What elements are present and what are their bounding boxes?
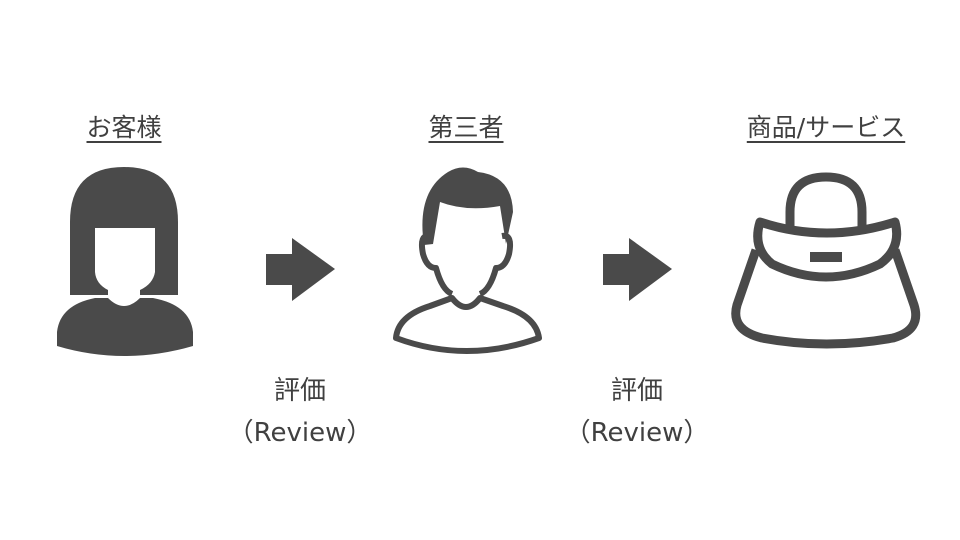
edge-label-line2: （Review） bbox=[227, 418, 373, 448]
edge-label-line1: 評価 bbox=[610, 376, 664, 406]
product-service-title: 商品/サービス bbox=[746, 113, 906, 142]
arrow-icon-1 bbox=[266, 238, 335, 301]
edge-label-review-1: 評価 （Review） bbox=[228, 370, 373, 454]
customer-title: お客様 bbox=[86, 113, 162, 142]
handbag-icon bbox=[731, 172, 921, 349]
edge-label-line1: 評価 bbox=[273, 376, 327, 406]
edge-label-line2: （Review） bbox=[564, 418, 710, 448]
woman-icon bbox=[57, 167, 193, 356]
third-party-title: 第三者 bbox=[428, 113, 504, 142]
arrow-icon-2 bbox=[603, 238, 672, 301]
edge-label-review-2: 評価 （Review） bbox=[565, 370, 710, 454]
man-icon bbox=[393, 167, 542, 354]
